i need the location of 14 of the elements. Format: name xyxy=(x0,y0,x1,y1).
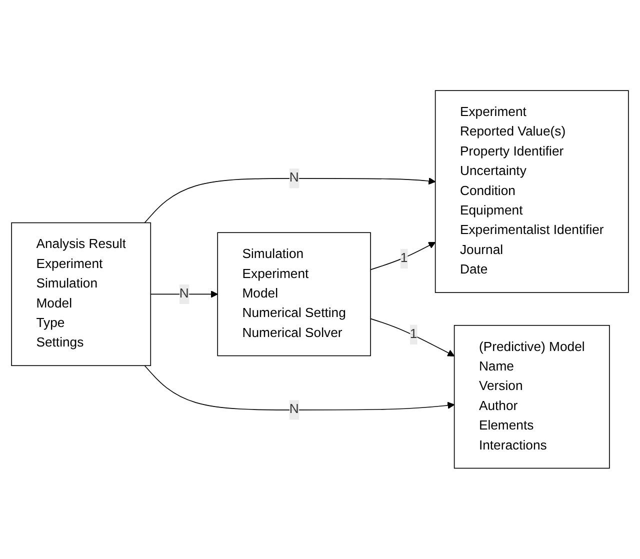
edge-label: N xyxy=(289,402,299,417)
node-box: (Predictive) Model Name Version Author Elements Interactions xyxy=(454,325,610,469)
node-box: Experiment Reported Value(s) Property Identifier Uncertainty Condition Equipment Experimentalist Identifier Journal Date xyxy=(434,90,629,294)
arrow xyxy=(144,178,436,224)
arrow xyxy=(370,242,436,270)
edge-label: 1 xyxy=(400,251,408,266)
arrow xyxy=(144,365,455,410)
node-box: Simulation Experiment Model Numerical Setting Numerical Solver xyxy=(217,232,371,356)
arrow xyxy=(150,290,218,298)
edge-label: N xyxy=(179,286,189,301)
edge-label: N xyxy=(289,171,299,186)
node-box: Analysis Result Experiment Simulation Model Type Settings xyxy=(11,222,152,366)
arrow xyxy=(370,318,455,356)
edge-label: 1 xyxy=(410,327,418,342)
